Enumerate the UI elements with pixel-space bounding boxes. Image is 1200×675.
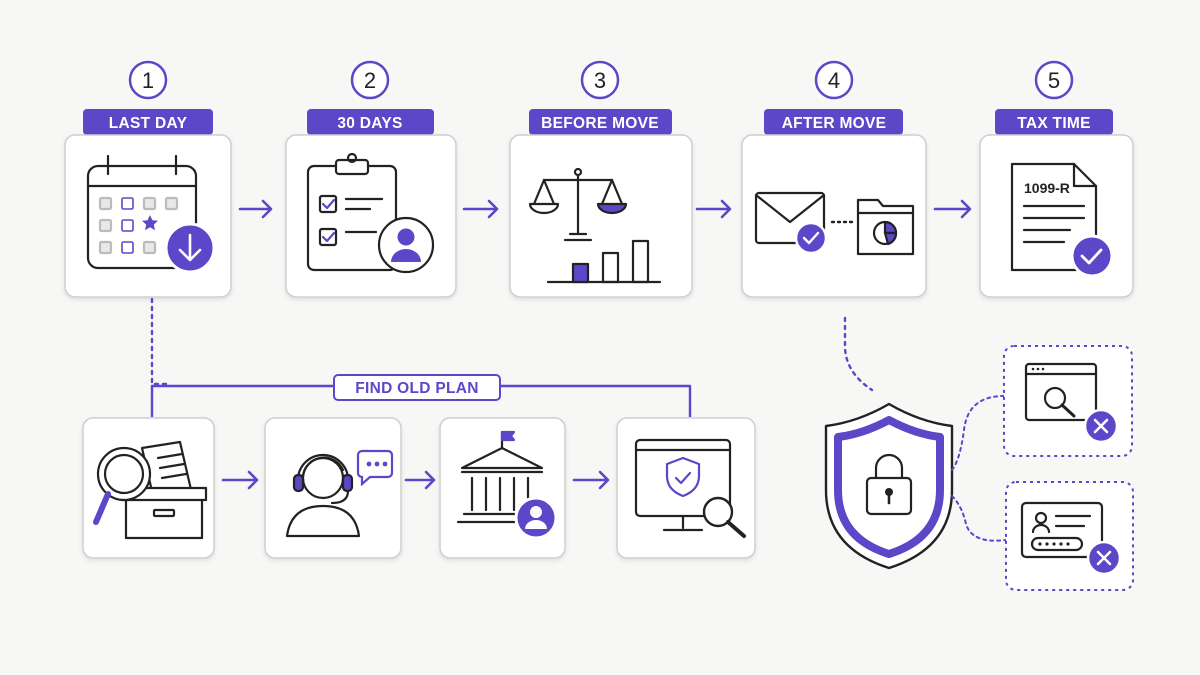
tax-form-label: 1099-R: [1024, 180, 1070, 196]
step-4-card: [741, 134, 927, 298]
step-5: 5 TAX TIME 1099-R: [979, 60, 1134, 298]
step-3-number: 3: [594, 68, 606, 93]
step-5-pill: [995, 109, 1113, 135]
folder-chart-icon: [856, 198, 915, 256]
step-1: 1 LAST DAY: [64, 60, 232, 298]
clipboard-checklist-icon: [306, 152, 398, 272]
step-5-number-badge: [1034, 60, 1074, 100]
step-2-pill: [307, 109, 434, 135]
shield-lock-icon: [824, 402, 954, 570]
arrow-right-icon: [462, 199, 499, 219]
step-2-number-badge: [350, 60, 390, 100]
step-4-pill: [764, 109, 903, 135]
step-2-number: 2: [364, 68, 376, 93]
step-5-label: TAX TIME: [1017, 115, 1091, 132]
step-1-pill: [83, 109, 213, 135]
person-badge-icon: [514, 496, 558, 540]
dotted-connector: [843, 316, 874, 392]
step-4-label: AFTER MOVE: [782, 115, 887, 132]
dotted-connector: [150, 297, 170, 386]
check-badge-icon: [794, 221, 828, 255]
reject-x-icon: [1086, 540, 1122, 576]
step-1-number: 1: [142, 68, 154, 93]
step-5-number: 5: [1048, 68, 1060, 93]
dotted-connector: [951, 495, 1007, 542]
find-old-plan-pill: [333, 374, 501, 401]
arrow-right-icon: [404, 470, 436, 490]
browser-search-icon: [1024, 362, 1098, 422]
bar-chart-icon: [546, 239, 662, 284]
step-2-card: [285, 134, 457, 298]
step-1-card: [64, 134, 232, 298]
balance-scale-icon: [528, 167, 628, 242]
arrow-right-icon: [238, 199, 273, 219]
step-1-number-badge: [128, 60, 168, 100]
calendar-download-icon: [86, 154, 198, 270]
dotted-connector: [951, 395, 1005, 471]
find-old-plan-label: FIND OLD PLAN: [355, 380, 479, 397]
arrow-right-icon: [572, 470, 610, 490]
step-3-number-badge: [580, 60, 620, 100]
step-3-label: BEFORE MOVE: [541, 115, 659, 132]
support-agent-icon: [285, 453, 361, 538]
check-badge-icon: [1070, 234, 1114, 278]
monitor-shield-icon: [634, 438, 732, 532]
person-badge-icon: [377, 216, 435, 274]
search-icon: [702, 496, 746, 538]
step-3-card: [509, 134, 693, 298]
magnifier-records-box-icon: [93, 440, 208, 540]
id-card-password-icon: [1020, 501, 1104, 559]
step-4-number-badge: [814, 60, 854, 100]
warning-card-1: [1003, 345, 1133, 457]
step-2: 2 30 DAYS: [285, 60, 457, 298]
step-2-label: 30 DAYS: [337, 115, 402, 132]
arrow-right-icon: [933, 199, 972, 219]
arrow-right-icon: [695, 199, 732, 219]
step-1-label: LAST DAY: [109, 115, 188, 132]
step-4: 4 AFTER MOVE: [741, 60, 927, 298]
step-3: 3 BEFORE MOVE: [509, 60, 693, 298]
warning-card-2: [1005, 481, 1134, 591]
step-4-number: 4: [828, 68, 840, 93]
envelope-icon: [754, 191, 826, 245]
arrow-right-icon: [221, 470, 259, 490]
reject-x-icon: [1083, 408, 1119, 444]
download-arrow-icon: [164, 222, 216, 274]
tax-form-icon: [1010, 162, 1098, 272]
chat-bubble-icon: [356, 449, 394, 487]
step-5-card: [979, 134, 1134, 298]
step-3-pill: [529, 109, 672, 135]
